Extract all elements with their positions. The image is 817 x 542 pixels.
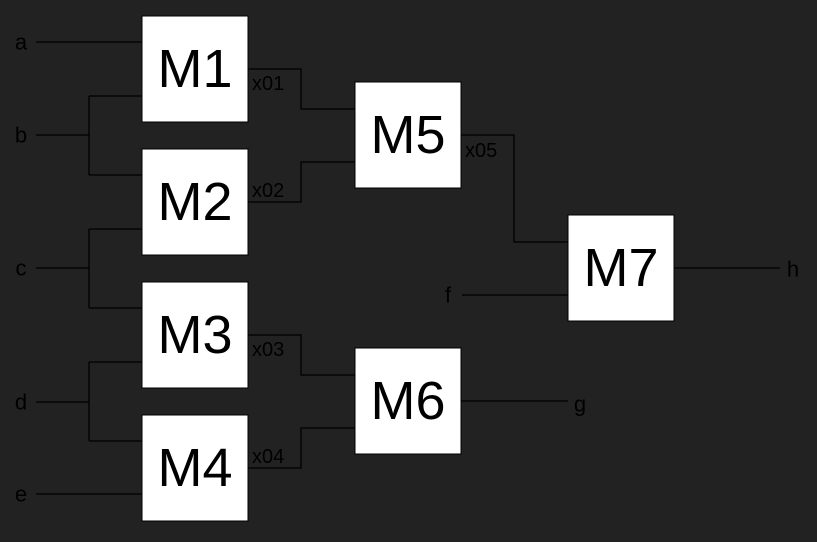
wires	[36, 41, 780, 495]
net-label-x04: x04	[252, 446, 284, 468]
module-m6[interactable]: M6	[354, 347, 462, 455]
input-label-f: f	[445, 283, 452, 308]
input-label-b: b	[15, 123, 27, 148]
wire-x04	[248, 427, 355, 469]
wire-x01	[248, 68, 355, 110]
module-label: M3	[157, 305, 232, 365]
module-label: M5	[370, 105, 445, 165]
input-label-d: d	[15, 390, 27, 415]
module-label: M7	[583, 238, 658, 298]
module-box	[141, 148, 249, 256]
wire-x02	[248, 161, 355, 203]
wire-d	[36, 361, 142, 442]
module-box	[141, 281, 249, 389]
net-label-x02: x02	[252, 180, 284, 202]
output-label-h: h	[787, 257, 799, 282]
module-label: M4	[157, 438, 232, 498]
input-label-a: a	[15, 30, 28, 55]
input-label-c: c	[16, 256, 27, 281]
module-m7[interactable]: M7	[567, 214, 675, 322]
output-label-g: g	[574, 392, 586, 417]
net-label-x05: x05	[465, 140, 497, 162]
module-m2[interactable]: M2	[141, 148, 249, 256]
net-label-x01: x01	[252, 73, 284, 95]
net-label-x03: x03	[252, 339, 284, 361]
module-m5[interactable]: M5	[354, 81, 462, 189]
module-box	[354, 347, 462, 455]
wire-c	[36, 228, 142, 309]
module-m1[interactable]: M1	[141, 15, 249, 123]
module-label: M6	[370, 371, 445, 431]
wire-x05	[461, 134, 568, 243]
module-label: M1	[157, 39, 232, 99]
module-box	[141, 414, 249, 522]
wire-b	[36, 95, 142, 176]
wire-x03	[248, 334, 355, 376]
module-m4[interactable]: M4	[141, 414, 249, 522]
input-label-e: e	[15, 482, 27, 507]
module-box	[141, 15, 249, 123]
module-box	[354, 81, 462, 189]
module-m3[interactable]: M3	[141, 281, 249, 389]
module-label: M2	[157, 172, 232, 232]
module-box	[567, 214, 675, 322]
